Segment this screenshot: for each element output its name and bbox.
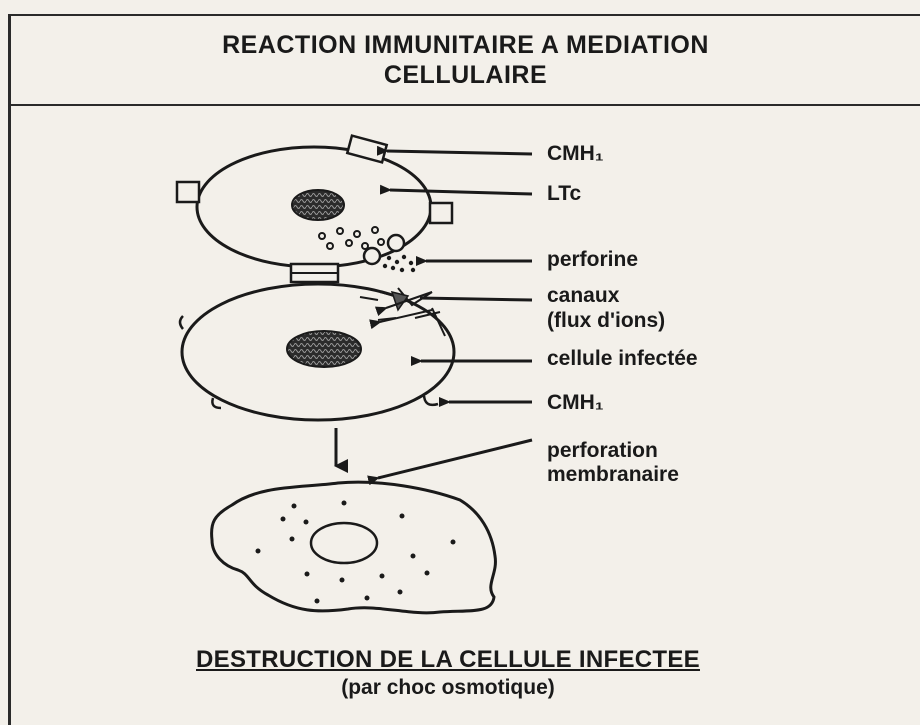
- cytoplasm-debris: [256, 501, 456, 604]
- residual-nucleus: [311, 523, 377, 563]
- perforin-particles: [383, 255, 415, 272]
- ltc-nucleus: [292, 190, 344, 220]
- ltc-granules: [319, 227, 384, 249]
- label-ltc: LTc: [547, 182, 582, 205]
- ltc-cell: [177, 136, 452, 267]
- cmh-receptor-top: [347, 136, 386, 163]
- label-membranaire: membranaire: [547, 463, 679, 486]
- label-flux-ions: (flux d'ions): [547, 309, 665, 332]
- cmh-bump-left: [180, 316, 183, 329]
- label-cellule-infectee: cellule infectée: [547, 347, 698, 370]
- footer-subtitle: (par choc osmotique): [341, 676, 555, 700]
- label-canaux: canaux: [547, 284, 620, 307]
- infected-nucleus: [287, 331, 361, 367]
- cmh-bump-bottom-right: [424, 394, 438, 405]
- cmh-receptor-left: [177, 182, 199, 202]
- label-perforation: perforation: [547, 439, 658, 462]
- label-perforine: perforine: [547, 248, 638, 271]
- footer-title: DESTRUCTION DE LA CELLULE INFECTEE: [196, 646, 700, 674]
- infected-cell: [180, 284, 454, 420]
- footer-caption: DESTRUCTION DE LA CELLULE INFECTEE (par …: [0, 646, 920, 700]
- cmh-receptor-right: [430, 203, 452, 223]
- leader-arrows: [378, 151, 532, 478]
- label-cmh-top: CMH₁: [547, 142, 604, 165]
- label-cmh-bottom: CMH₁: [547, 391, 604, 414]
- destroyed-cell: [212, 482, 496, 613]
